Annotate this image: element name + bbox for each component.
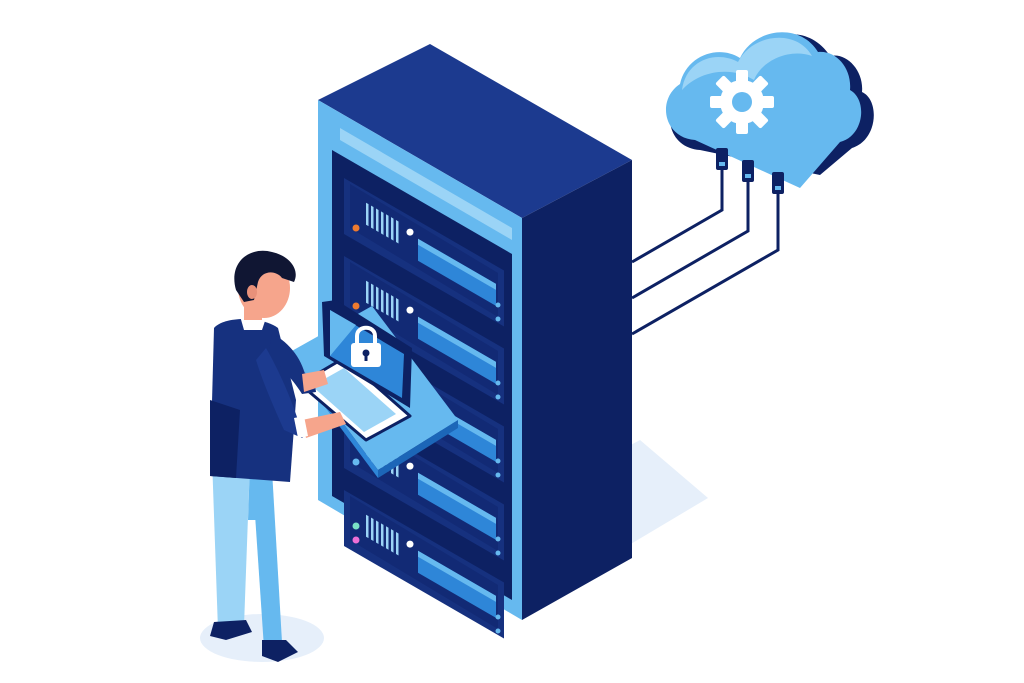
- cloud-highlight: [682, 37, 812, 90]
- ear: [247, 285, 257, 299]
- status-light: [406, 462, 414, 470]
- vent-slot: [366, 280, 369, 305]
- rack-rivet: [495, 614, 501, 620]
- vent-slot: [396, 532, 399, 556]
- vent-slot: [376, 208, 379, 232]
- gear-icon: [710, 70, 774, 134]
- arm-front: [256, 348, 312, 438]
- vent-slot: [386, 214, 389, 238]
- indicator-led: [352, 224, 360, 232]
- cable-2: [631, 180, 750, 300]
- drive-panel-highlight: [418, 550, 496, 602]
- status-light: [406, 228, 414, 236]
- vent-slot: [391, 295, 394, 319]
- drive-panel-highlight: [418, 316, 496, 368]
- vent-slot: [376, 286, 379, 310]
- rack-side: [522, 160, 632, 620]
- indicator-led: [352, 536, 360, 544]
- vent-slot: [386, 526, 389, 550]
- vent-slot: [391, 217, 394, 241]
- hand-front: [302, 412, 346, 438]
- rack-rivet: [495, 302, 501, 308]
- vent-slot: [376, 520, 379, 544]
- rack-top-vent: [340, 128, 512, 240]
- status-light: [406, 306, 414, 314]
- vent-slot: [381, 523, 384, 547]
- hand-back: [302, 370, 328, 392]
- network-cables: [631, 168, 780, 336]
- rack-rivet: [495, 472, 501, 478]
- indicator-led: [352, 302, 360, 310]
- vent-slot: [396, 220, 399, 244]
- vent-slot: [381, 211, 384, 235]
- vent-slot: [371, 205, 374, 230]
- rack-rivet: [495, 550, 501, 556]
- cable-3: [631, 192, 780, 336]
- padlock-icon: [351, 325, 381, 367]
- rack-rivet: [495, 380, 501, 386]
- laptop-keyboard: [312, 368, 396, 432]
- vent-slot: [381, 289, 384, 313]
- vent-slot: [366, 514, 369, 539]
- vent-slot: [366, 202, 369, 227]
- rack-top: [318, 44, 632, 218]
- cuff: [294, 416, 308, 438]
- drive-panel-highlight: [418, 472, 496, 524]
- laptop-screen-glare: [330, 310, 356, 356]
- vent-slot: [396, 298, 399, 322]
- rack-rivet: [495, 394, 501, 400]
- rack-rivet: [495, 628, 501, 634]
- leg-front: [212, 458, 250, 630]
- laptop: [298, 300, 412, 442]
- cloud-gear-icon: [665, 32, 874, 194]
- rack-rivet: [495, 536, 501, 542]
- vent-slot: [391, 529, 394, 553]
- shoe-back: [262, 640, 298, 662]
- drive-panel-highlight: [418, 238, 496, 290]
- person-engineer: [210, 250, 346, 662]
- status-light: [406, 540, 414, 548]
- cable-1: [631, 168, 724, 264]
- indicator-led: [352, 458, 360, 466]
- rack-rivet: [495, 458, 501, 464]
- torso-shade: [210, 400, 240, 478]
- vent-slot: [371, 283, 374, 308]
- vent-slot: [386, 292, 389, 316]
- indicator-led: [352, 522, 360, 530]
- shoe-front: [210, 620, 252, 640]
- rack-rivet: [495, 316, 501, 322]
- vent-slot: [371, 517, 374, 542]
